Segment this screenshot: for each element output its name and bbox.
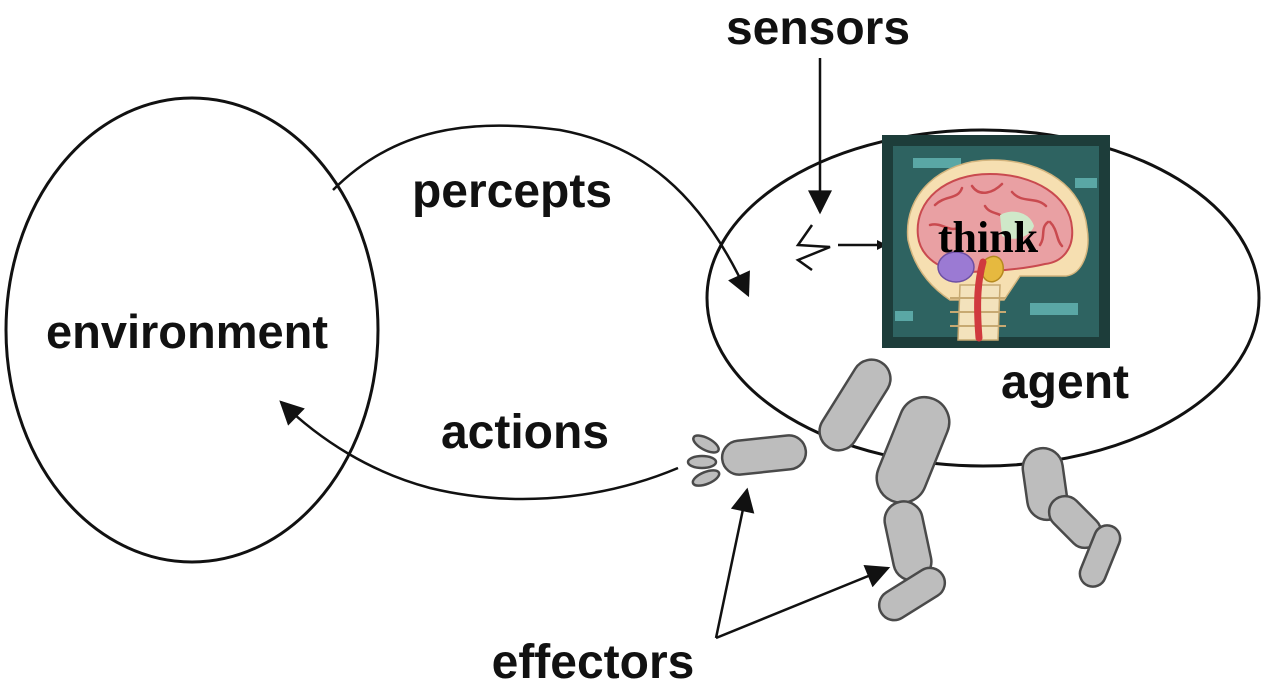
think-label: think: [938, 213, 1039, 262]
brain-core: [1000, 211, 1034, 239]
sensors-label: sensors: [726, 2, 910, 55]
agent-label: agent: [1001, 356, 1129, 409]
cerebellum: [937, 251, 975, 283]
agent-ellipse: [705, 128, 1261, 468]
brain-folds: [928, 182, 1064, 248]
environment-ellipse: [4, 96, 380, 564]
effectors-arrow-leg: [715, 565, 891, 640]
percepts-arrow: [332, 124, 750, 298]
effectors-arrow-arm: [714, 487, 755, 639]
brain-icon: [906, 159, 1089, 342]
actions-arrow: [279, 400, 679, 501]
brainstem: [982, 255, 1004, 283]
eye-sensor-icon: [795, 224, 831, 272]
actions-label: actions: [441, 406, 609, 459]
environment-label: environment: [46, 305, 328, 358]
think-box: think: [882, 135, 1110, 348]
tile-decorations: [895, 158, 1097, 321]
effectors-label: effectors: [492, 636, 695, 689]
percepts-label: percepts: [412, 165, 612, 218]
robot-limbs-icon: [686, 358, 1122, 622]
spinal-cord: [974, 258, 987, 342]
